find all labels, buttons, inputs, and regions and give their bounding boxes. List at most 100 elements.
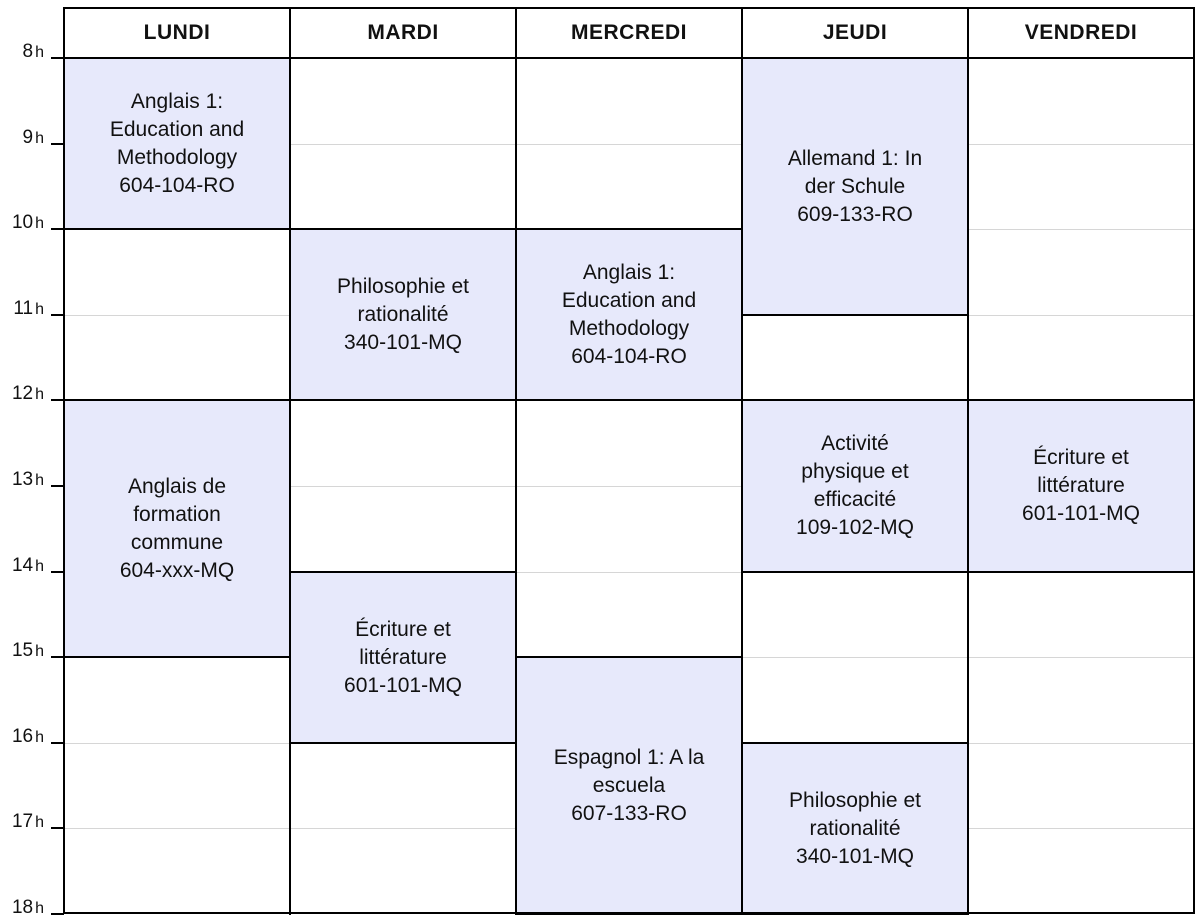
course-title-line: Allemand 1: In — [787, 146, 923, 170]
course-title-line: physique et — [801, 460, 909, 483]
hour-tick — [51, 827, 64, 829]
day-header-jeudi: JEUDI — [822, 21, 888, 44]
course-title-line: Espagnol 1: A la — [553, 745, 705, 769]
course-title-line: Philosophie et — [337, 274, 469, 298]
slot-boundary — [742, 571, 968, 573]
course-title-line: der Schule — [804, 174, 906, 198]
hour-number: 16 — [11, 726, 34, 747]
column-divider — [289, 7, 291, 915]
course-code: 607-133-RO — [571, 801, 687, 825]
course-title-line: Education and — [561, 288, 697, 312]
course-title-line: Écriture et — [355, 617, 451, 641]
hour-tick — [51, 399, 64, 401]
hour-tick — [51, 57, 64, 59]
course-title-line: rationalité — [357, 302, 449, 326]
slot-boundary — [516, 399, 742, 401]
hour-suffix: h — [35, 44, 44, 61]
slot-boundary — [290, 399, 516, 401]
day-header-mercredi: MERCREDI — [570, 21, 687, 44]
course-code: 604-104-RO — [571, 344, 687, 368]
hour-gridline — [64, 572, 1194, 573]
day-header-vendredi: VENDREDI — [1024, 21, 1138, 44]
hour-number: 12 — [11, 383, 34, 404]
course-code: 604-xxx-MQ — [119, 558, 235, 582]
slot-boundary — [516, 656, 742, 658]
hour-tick — [51, 143, 64, 145]
hour-suffix: h — [35, 215, 44, 232]
hour-suffix: h — [35, 814, 44, 831]
course-code: 604-104-RO — [119, 173, 235, 197]
day-header-mardi: MARDI — [367, 21, 439, 44]
hour-suffix: h — [35, 386, 44, 403]
course-title-line: Activité — [821, 432, 889, 455]
hour-tick — [51, 314, 64, 316]
slot-boundary — [64, 656, 290, 658]
slot-boundary — [742, 314, 968, 316]
slot-boundary — [64, 228, 290, 230]
course-title-line: Philosophie et — [789, 788, 921, 812]
course-code: 109-102-MQ — [796, 516, 914, 539]
course-block[interactable]: Écriture et littérature 601-101-MQ — [967, 399, 1195, 573]
course-title-line: Education and — [109, 117, 245, 141]
day-header-lundi: LUNDI — [143, 21, 211, 44]
header-bottom-border — [64, 57, 1194, 59]
course-text: Écriture et littérature 601-101-MQ — [1022, 444, 1140, 528]
hour-tick — [51, 742, 64, 744]
hour-gridline — [64, 144, 1194, 145]
hour-number: 9 — [22, 127, 34, 148]
hour-number: 10 — [11, 212, 34, 233]
course-title-line: efficacité — [813, 488, 897, 511]
course-title-line: formation — [133, 502, 221, 526]
course-block[interactable]: Espagnol 1: A la escuela 607-133-RO — [515, 656, 743, 915]
course-title-line: littérature — [1037, 474, 1125, 497]
course-text: Espagnol 1: A la escuela 607-133-RO — [554, 744, 705, 828]
course-block[interactable]: Anglais de formation commune 604-xxx-MQ — [63, 399, 291, 658]
hour-number: 15 — [11, 640, 34, 661]
hour-tick — [51, 571, 64, 573]
course-title-line: escuela — [592, 773, 666, 797]
column-divider — [515, 7, 517, 915]
hour-suffix: h — [35, 301, 44, 318]
course-text: Anglais de formation commune 604-xxx-MQ — [120, 473, 234, 585]
hour-suffix: h — [35, 643, 44, 660]
course-title-line: Methodology — [116, 145, 238, 169]
column-divider — [967, 7, 969, 915]
course-title-line: Anglais 1: — [582, 260, 676, 284]
hour-tick — [51, 485, 64, 487]
course-block[interactable]: Activité physique et efficacité 109-102-MQ — [741, 399, 969, 573]
course-code: 601-101-MQ — [1022, 502, 1140, 525]
hour-suffix: h — [35, 472, 44, 489]
slot-boundary — [968, 571, 1194, 573]
hour-suffix: h — [35, 130, 44, 147]
course-title-line: Écriture et — [1033, 446, 1129, 469]
course-title-line: Methodology — [568, 316, 690, 340]
course-title-line: Anglais de — [127, 474, 227, 498]
course-title-line: littérature — [359, 645, 447, 669]
course-title-line: commune — [130, 530, 224, 554]
hour-number: 8 — [22, 41, 34, 62]
hour-suffix: h — [35, 558, 44, 575]
hour-suffix: h — [35, 729, 44, 746]
hour-tick — [51, 656, 64, 658]
